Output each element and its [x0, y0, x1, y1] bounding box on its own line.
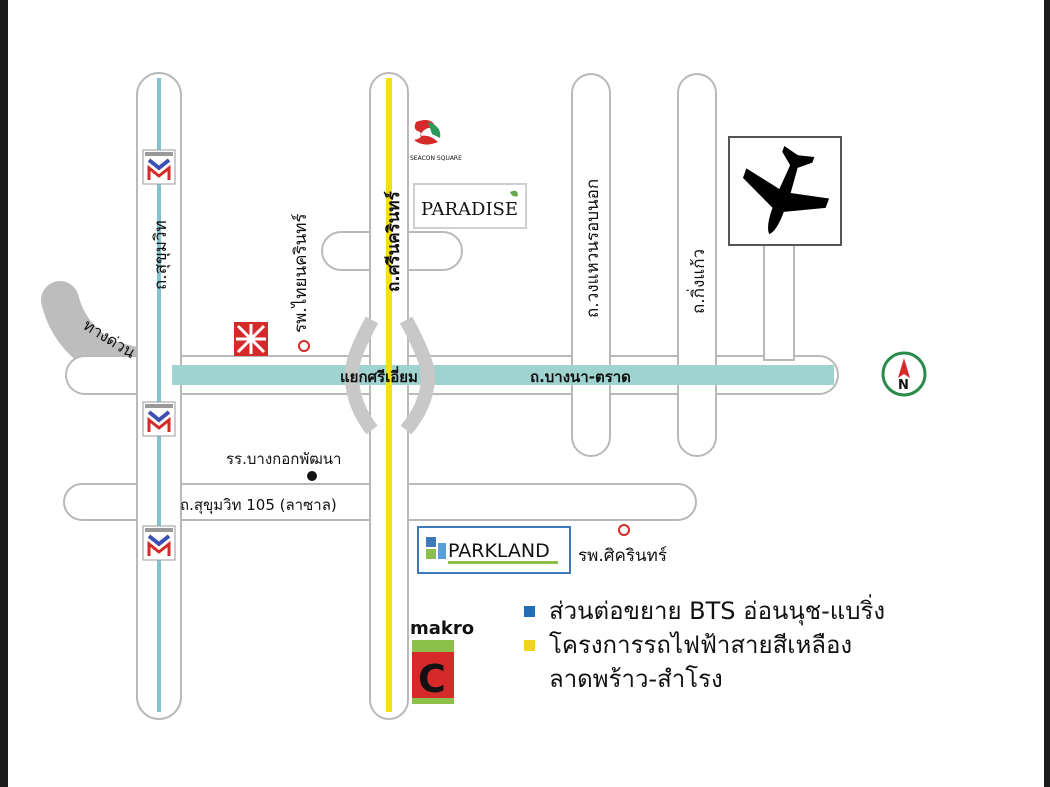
label-thainakarin: รพ.ไทยนครินทร์ — [290, 213, 311, 333]
legend-yellow-line-2: ลาดพร้าว-สำโรง — [549, 665, 723, 693]
parkland-text: PARKLAND — [448, 540, 550, 562]
compass-icon: N — [881, 351, 927, 397]
label-srinakarin: ถ.ศรีนครินทร์ — [383, 190, 404, 292]
hospital-icon — [298, 340, 310, 352]
interchange-left — [344, 316, 379, 435]
label-sikarin: รพ.ศิครินทร์ — [578, 546, 667, 566]
label-intersection: แยกศรีเอี่ยม — [340, 366, 418, 386]
bangna-band-overlay — [172, 365, 834, 385]
road-school-block — [177, 393, 371, 485]
school-dot-icon — [307, 471, 317, 481]
paradise-text: PARADISE — [421, 199, 518, 220]
makro-logo: makro C — [410, 618, 474, 704]
makro-c-glyph: C — [418, 657, 446, 701]
bts-station-icon — [142, 525, 176, 561]
paradise-sign: PARADISE — [413, 183, 527, 229]
label-sukhumvit-105: ถ.สุขุมวิท 105 (ลาซาล) — [180, 496, 337, 515]
seacon-logo: SEACON SQUARE — [410, 120, 462, 162]
map-legend: ส่วนต่อขยาย BTS อ่อนนุช-แบริ่ง โครงการรถ… — [524, 594, 885, 696]
makro-text: makro — [410, 618, 474, 639]
legend-row-bts: ส่วนต่อขยาย BTS อ่อนนุช-แบริ่ง — [524, 594, 885, 628]
label-bangna-trad: ถ.บางนา-ตราด — [530, 368, 631, 386]
bts-station-icon — [142, 401, 176, 437]
label-kingkaew: ถ.กิ่งแก้ว — [686, 249, 709, 314]
interchange-right — [399, 316, 436, 435]
legend-swatch-yellow — [524, 640, 535, 651]
red-building-icon — [234, 322, 268, 356]
road-kingkaew — [677, 73, 717, 457]
parkland-sign: PARKLAND — [417, 526, 571, 574]
bts-station-icon — [142, 149, 176, 185]
legend-bts-label: ส่วนต่อขยาย BTS อ่อนนุช-แบริ่ง — [549, 597, 886, 625]
seacon-text: SEACON SQUARE — [410, 155, 462, 162]
airport-box — [728, 136, 842, 246]
left-frame-edge — [0, 0, 8, 787]
legend-row-yellow: โครงการรถไฟฟ้าสายสีเหลือง — [524, 628, 885, 662]
legend-swatch-bts — [524, 606, 535, 617]
label-sukhumvit: ถ.สุขุมวิท — [151, 220, 171, 290]
road-kanchanaphisek — [571, 73, 611, 457]
hospital-icon — [618, 524, 630, 536]
legend-yellow-line-1: โครงการรถไฟฟ้าสายสีเหลือง — [549, 631, 853, 659]
label-bangkok-pattana: รร.บางกอกพัฒนา — [226, 450, 341, 468]
airport-plane-icon — [742, 146, 830, 235]
airport-connector — [763, 243, 795, 361]
right-frame-edge — [1044, 0, 1050, 787]
compass-letter: N — [898, 378, 909, 393]
label-kanchanaphisek: ถ.วงแหวนรอบนอก — [583, 179, 603, 318]
